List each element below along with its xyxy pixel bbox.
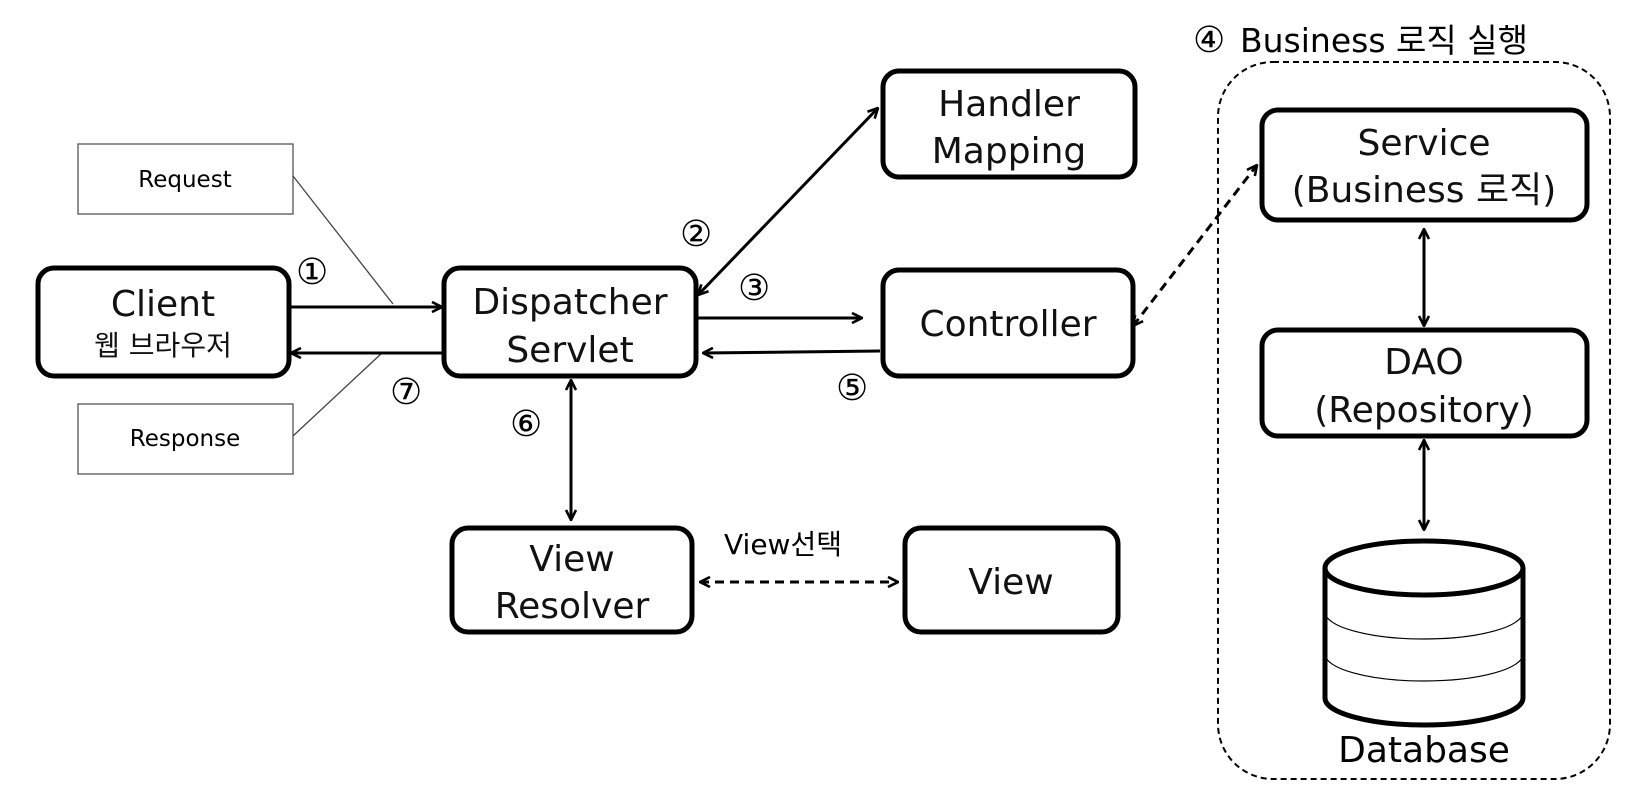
dispatcher-servlet-line1: Dispatcher xyxy=(472,282,667,323)
step-4-label: ④ xyxy=(1193,20,1225,61)
step-7-label: ⑦ xyxy=(390,372,422,413)
service-line2: (Business 로직) xyxy=(1292,170,1557,211)
arrow-controller-to-dispatcher xyxy=(703,351,881,353)
view-resolver-node: View Resolver xyxy=(449,525,695,635)
database-cylinder-top xyxy=(1322,538,1526,598)
view-title: View xyxy=(968,562,1053,603)
request-callout-box xyxy=(77,143,294,215)
database-stripe-2 xyxy=(1324,653,1524,682)
response-pointer-line xyxy=(292,351,384,437)
handler-mapping-line1: Handler xyxy=(938,84,1080,125)
controller-title: Controller xyxy=(919,304,1096,345)
step-3-label: ③ xyxy=(738,268,770,309)
dao-line1: DAO xyxy=(1384,342,1463,383)
client-node: Client 웹 브라우저 xyxy=(35,265,292,379)
step-2-label: ② xyxy=(680,214,712,255)
step-6-label: ⑥ xyxy=(510,404,542,445)
service-line1: Service xyxy=(1357,123,1490,164)
dao-box xyxy=(1259,327,1590,439)
controller-box xyxy=(880,267,1136,379)
handler-mapping-node: Handler Mapping xyxy=(880,68,1138,180)
view-node: View xyxy=(902,525,1121,635)
service-node: Service (Business 로직) xyxy=(1259,107,1590,223)
response-callout: Response xyxy=(77,351,384,475)
view-resolver-line1: View xyxy=(529,539,614,580)
arrow-dispatcher-handler-mapping xyxy=(698,108,878,295)
client-title: Client xyxy=(111,284,215,325)
client-box xyxy=(35,265,292,379)
view-select-label: View선택 xyxy=(724,528,842,561)
service-box xyxy=(1259,107,1590,223)
client-subtitle: 웹 브라우저 xyxy=(94,329,232,362)
view-resolver-box xyxy=(449,525,695,635)
view-resolver-line2: Resolver xyxy=(495,586,650,627)
dispatcher-servlet-node: Dispatcher Servlet xyxy=(441,265,699,379)
business-logic-group: ④ Business 로직 실행 xyxy=(1193,20,1611,780)
database-stripe-1 xyxy=(1324,611,1524,640)
database-node: Database xyxy=(1322,538,1526,771)
business-group-border xyxy=(1217,61,1611,780)
step-1-label: ① xyxy=(296,252,328,293)
dispatcher-servlet-line2: Servlet xyxy=(506,330,633,371)
arrow-controller-service xyxy=(1133,165,1257,326)
database-label: Database xyxy=(1338,730,1510,771)
handler-mapping-box xyxy=(880,68,1138,180)
dao-node: DAO (Repository) xyxy=(1259,327,1590,439)
dispatcher-servlet-box xyxy=(441,265,699,379)
controller-node: Controller xyxy=(880,267,1136,379)
dao-line2: (Repository) xyxy=(1314,390,1534,431)
step-5-label: ⑤ xyxy=(836,368,868,409)
request-callout: Request xyxy=(77,143,394,305)
database-cylinder-body xyxy=(1322,568,1526,728)
request-pointer-line xyxy=(292,175,394,305)
view-box xyxy=(902,525,1121,635)
request-label: Request xyxy=(138,167,231,193)
response-callout-box xyxy=(77,403,294,475)
business-group-title: Business 로직 실행 xyxy=(1240,21,1528,60)
response-label: Response xyxy=(130,426,240,452)
handler-mapping-line2: Mapping xyxy=(932,131,1087,172)
